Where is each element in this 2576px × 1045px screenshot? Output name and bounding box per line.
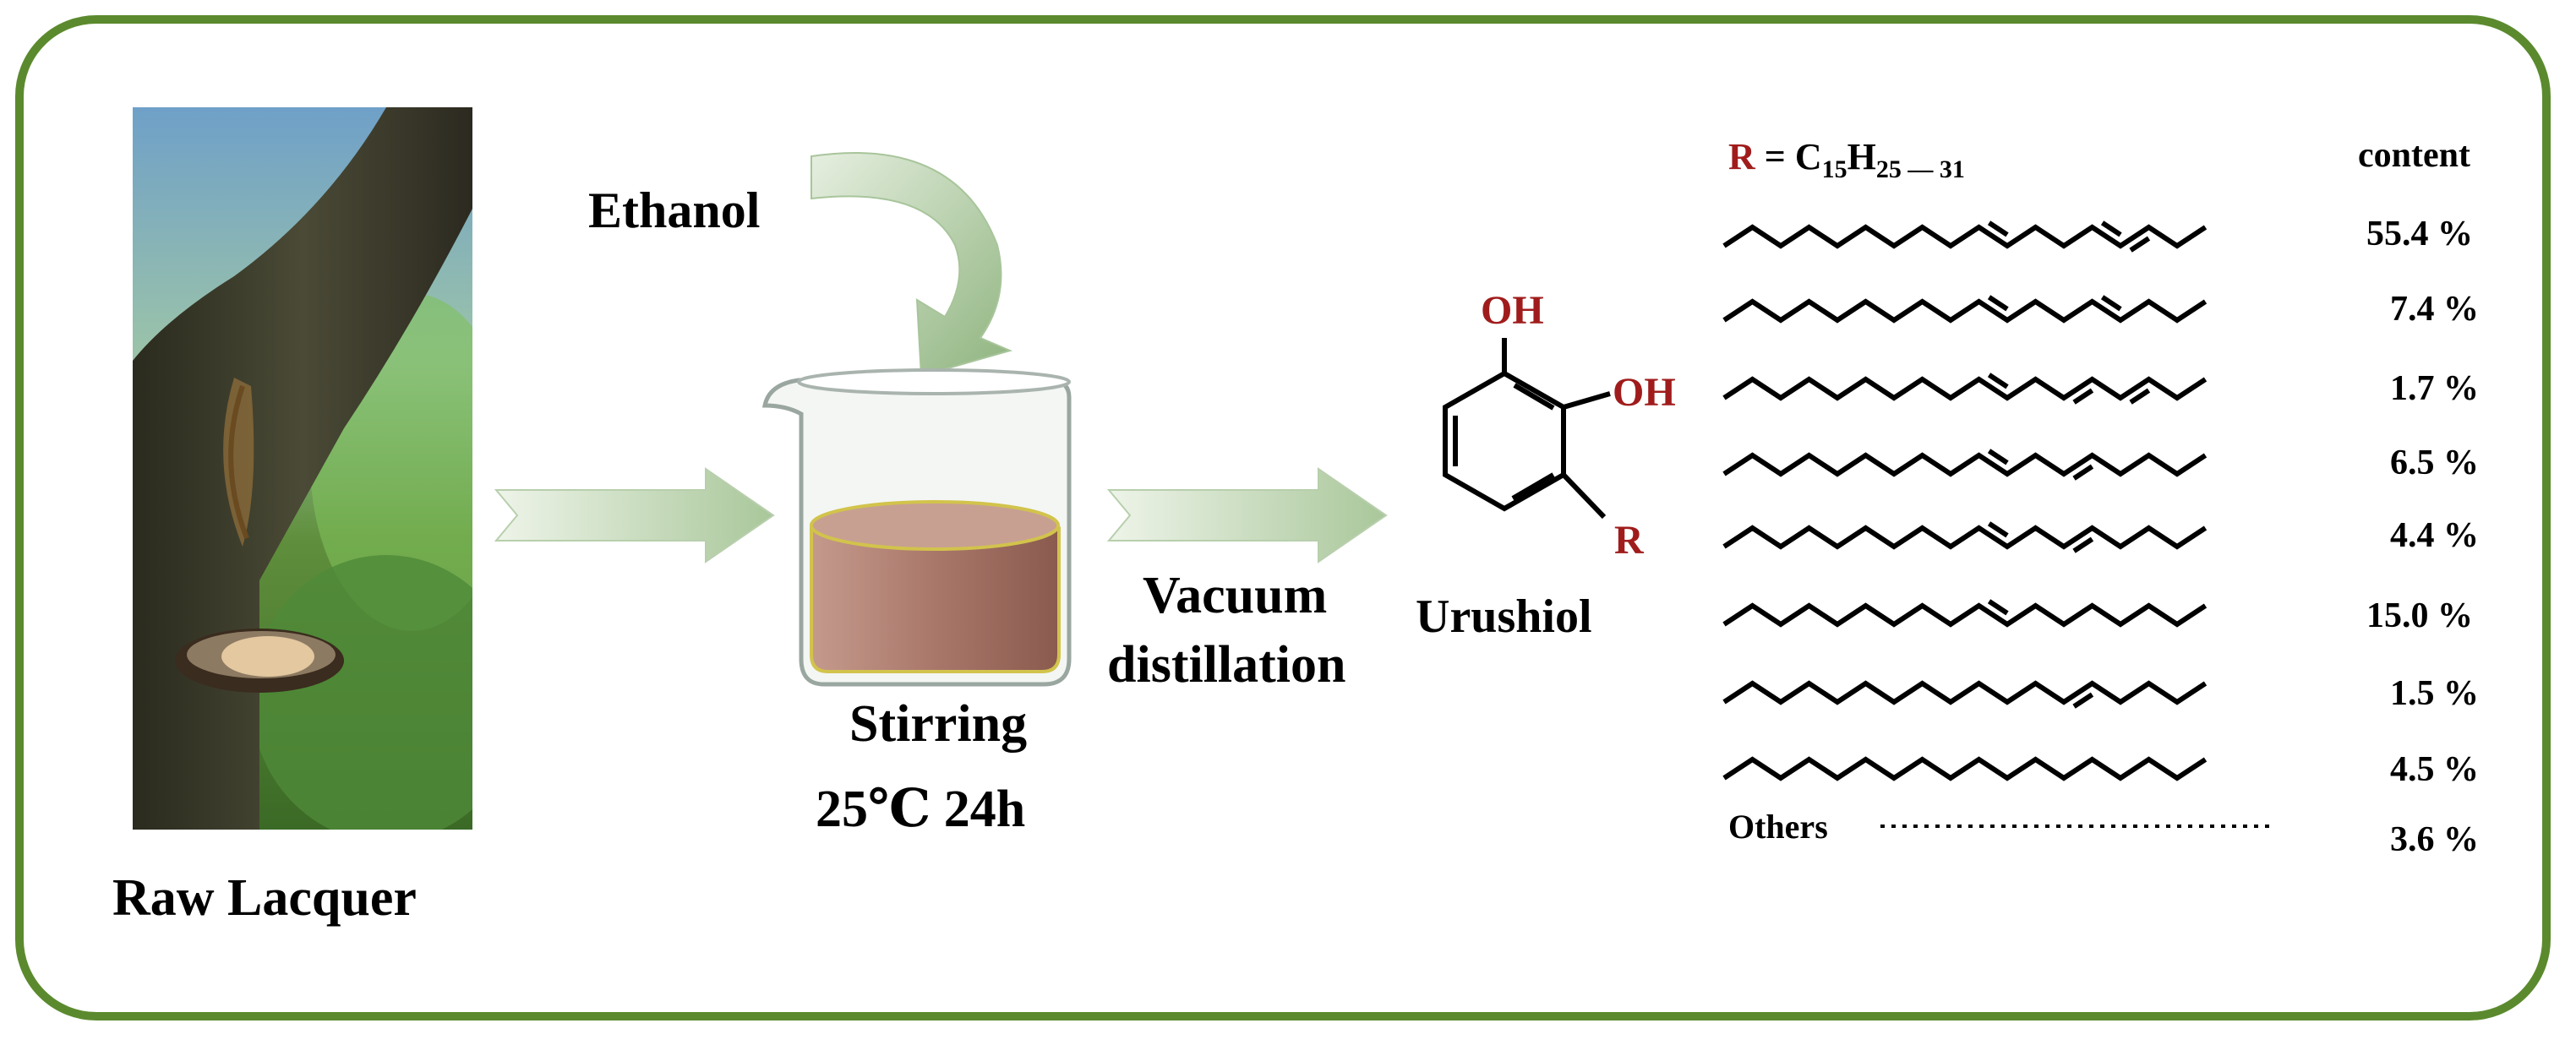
raw-lacquer-label: Raw Lacquer	[112, 869, 417, 927]
ethanol-label: Ethanol	[588, 182, 761, 238]
formula-c: = C	[1755, 136, 1822, 177]
double-bond	[2129, 236, 2151, 253]
beaker	[761, 368, 1072, 687]
rounded-frame	[15, 15, 2551, 1021]
formula-c-sub: 15	[1821, 155, 1847, 183]
content-row-2: 7.4 %	[2390, 290, 2479, 329]
chain-row-2	[1722, 298, 2208, 324]
double-bond	[1987, 449, 2009, 465]
content-row-5: 4.4 %	[2390, 516, 2479, 555]
oh-group-2: OH	[1613, 370, 1676, 415]
double-bond	[2072, 388, 2094, 405]
r-formula: R = C15H25 — 31	[1728, 135, 1965, 184]
others-content: 3.6 %	[2390, 820, 2479, 859]
ethanol-curved-arrow	[810, 152, 1012, 378]
urushiol-structure	[1443, 338, 1611, 520]
formula-h: H	[1847, 136, 1876, 177]
chain-row-7	[1722, 680, 2208, 705]
chain-row-3	[1722, 376, 2208, 401]
double-bond	[2072, 692, 2094, 709]
double-bond	[2072, 464, 2094, 481]
double-bond	[2072, 536, 2094, 553]
others-label: Others	[1728, 808, 1828, 846]
content-row-8: 4.5 %	[2390, 750, 2479, 789]
process-arrow-1	[494, 467, 775, 563]
chain-row-4	[1722, 452, 2208, 477]
raw-lacquer-photo	[133, 107, 472, 830]
urushiol-label: Urushiol	[1416, 591, 1592, 643]
double-bond	[2100, 295, 2122, 312]
content-row-6: 15.0 %	[2366, 596, 2473, 635]
content-row-3: 1.7 %	[2390, 369, 2479, 408]
formula-h-sub: 25 — 31	[1875, 155, 1965, 183]
double-bond	[1987, 373, 2009, 389]
double-bond	[2100, 220, 2122, 237]
chain-row-5	[1722, 525, 2208, 550]
chain-row-6	[1722, 602, 2208, 628]
chain-row-8	[1722, 756, 2208, 781]
distillation-label: distillation	[1107, 636, 1346, 694]
vacuum-label: Vacuum	[1143, 567, 1328, 624]
content-header: content	[2358, 136, 2470, 175]
stirring-label: Stirring	[849, 695, 1028, 753]
double-bond	[2129, 388, 2151, 405]
content-row-4: 6.5 %	[2390, 444, 2479, 482]
double-bond	[1987, 521, 2009, 538]
chain-row-1	[1722, 224, 2208, 249]
double-bond	[1987, 295, 2009, 312]
content-row-7: 1.5 %	[2390, 674, 2479, 713]
formula-r: R	[1728, 136, 1755, 177]
r-group-label: R	[1614, 518, 1644, 563]
double-bond	[1987, 220, 2009, 237]
conditions-label: 25℃ 24h	[816, 781, 1026, 838]
content-row-1: 55.4 %	[2366, 215, 2473, 253]
process-arrow-2	[1106, 467, 1388, 563]
double-bond	[1987, 599, 2009, 616]
oh-group-1: OH	[1481, 288, 1544, 333]
